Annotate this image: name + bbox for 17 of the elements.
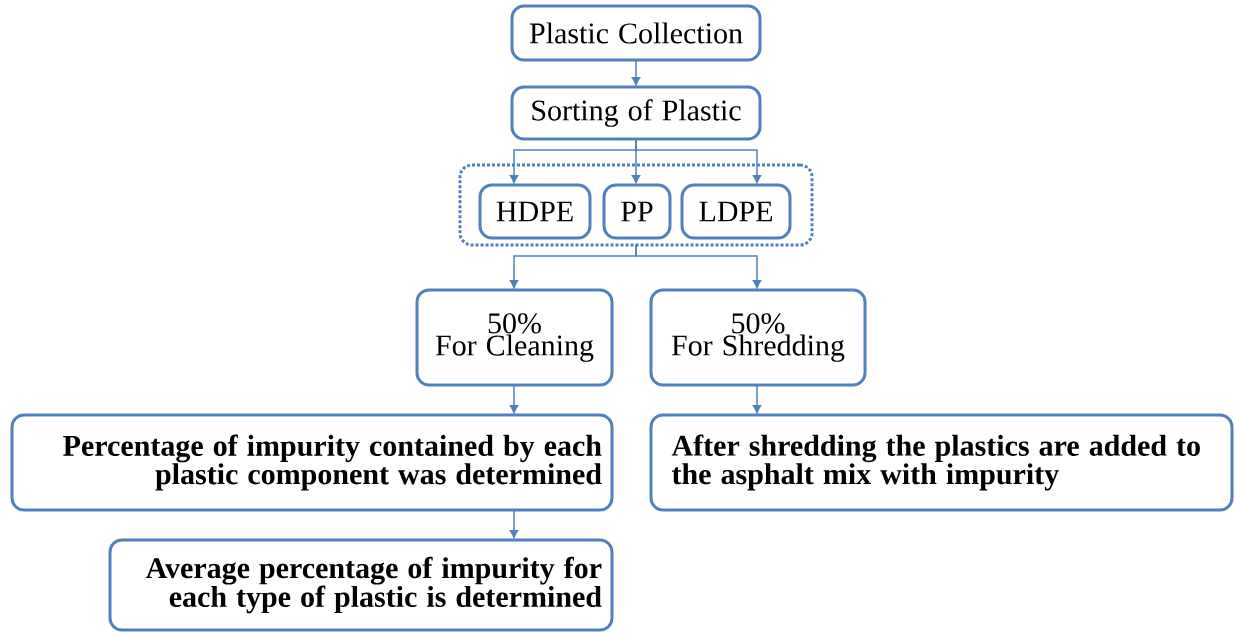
process-box: 50% For Cleaning xyxy=(415,288,614,387)
arrow xyxy=(509,509,519,539)
process-box: PP xyxy=(602,183,672,240)
process-box: After shredding the plastics are added to the asphalt mix with impurity xyxy=(649,413,1234,512)
arrow xyxy=(635,244,762,289)
process-box: LDPE xyxy=(680,183,792,240)
process-box: Average percentage of impurity for each type of plastic is determined xyxy=(108,538,614,632)
process-box: 50% For Shredding xyxy=(649,288,867,387)
process-box: HDPE xyxy=(478,183,592,240)
group-frame xyxy=(458,163,814,247)
process-box: Percentage of impurity contained by each plastic component was determined xyxy=(10,413,614,512)
process-box: Plastic Collection xyxy=(510,4,762,62)
arrow xyxy=(752,384,762,414)
arrow xyxy=(509,384,519,414)
process-box: Sorting of Plastic xyxy=(510,85,762,141)
arrow xyxy=(635,138,762,184)
arrow xyxy=(631,59,641,86)
